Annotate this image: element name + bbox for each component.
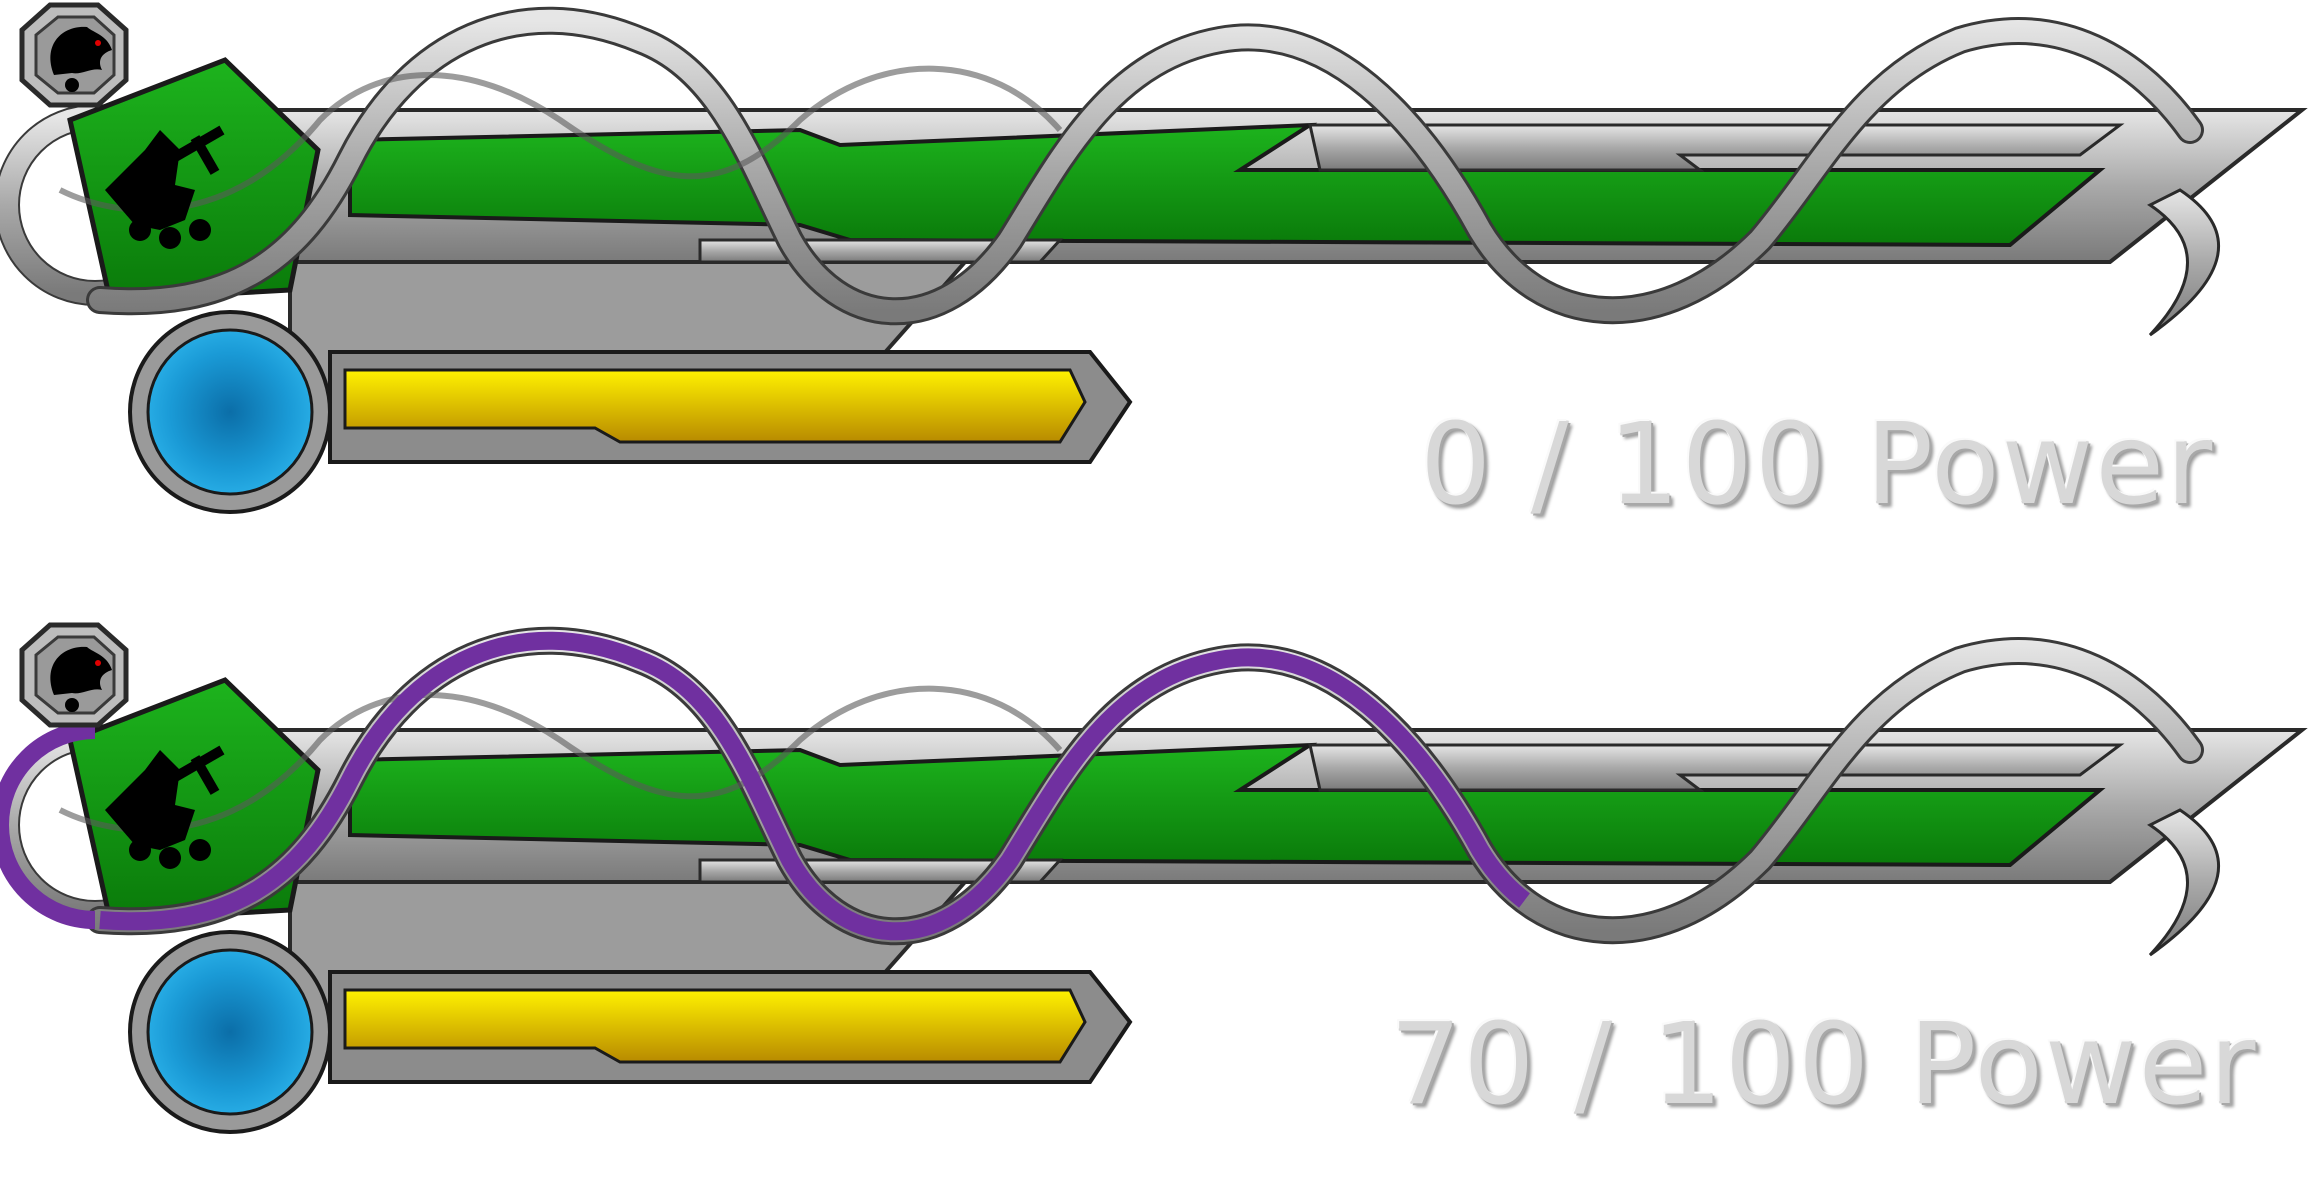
hud-frame-filled: 70 / 100 Power xyxy=(0,620,2309,1180)
demon-head-icon[interactable] xyxy=(22,625,126,725)
power-readout: 0 / 100 Power xyxy=(1420,400,2215,530)
power-wave-segment xyxy=(99,631,2198,941)
power-wave-fill xyxy=(0,631,2198,941)
hud-frame-empty: 0 / 100 Power xyxy=(0,0,2309,560)
power-ring-fill xyxy=(0,721,96,929)
hud-frame-art xyxy=(0,620,2309,1180)
power-readout: 70 / 100 Power xyxy=(1390,1000,2258,1130)
demon-head-icon[interactable] xyxy=(22,5,126,105)
